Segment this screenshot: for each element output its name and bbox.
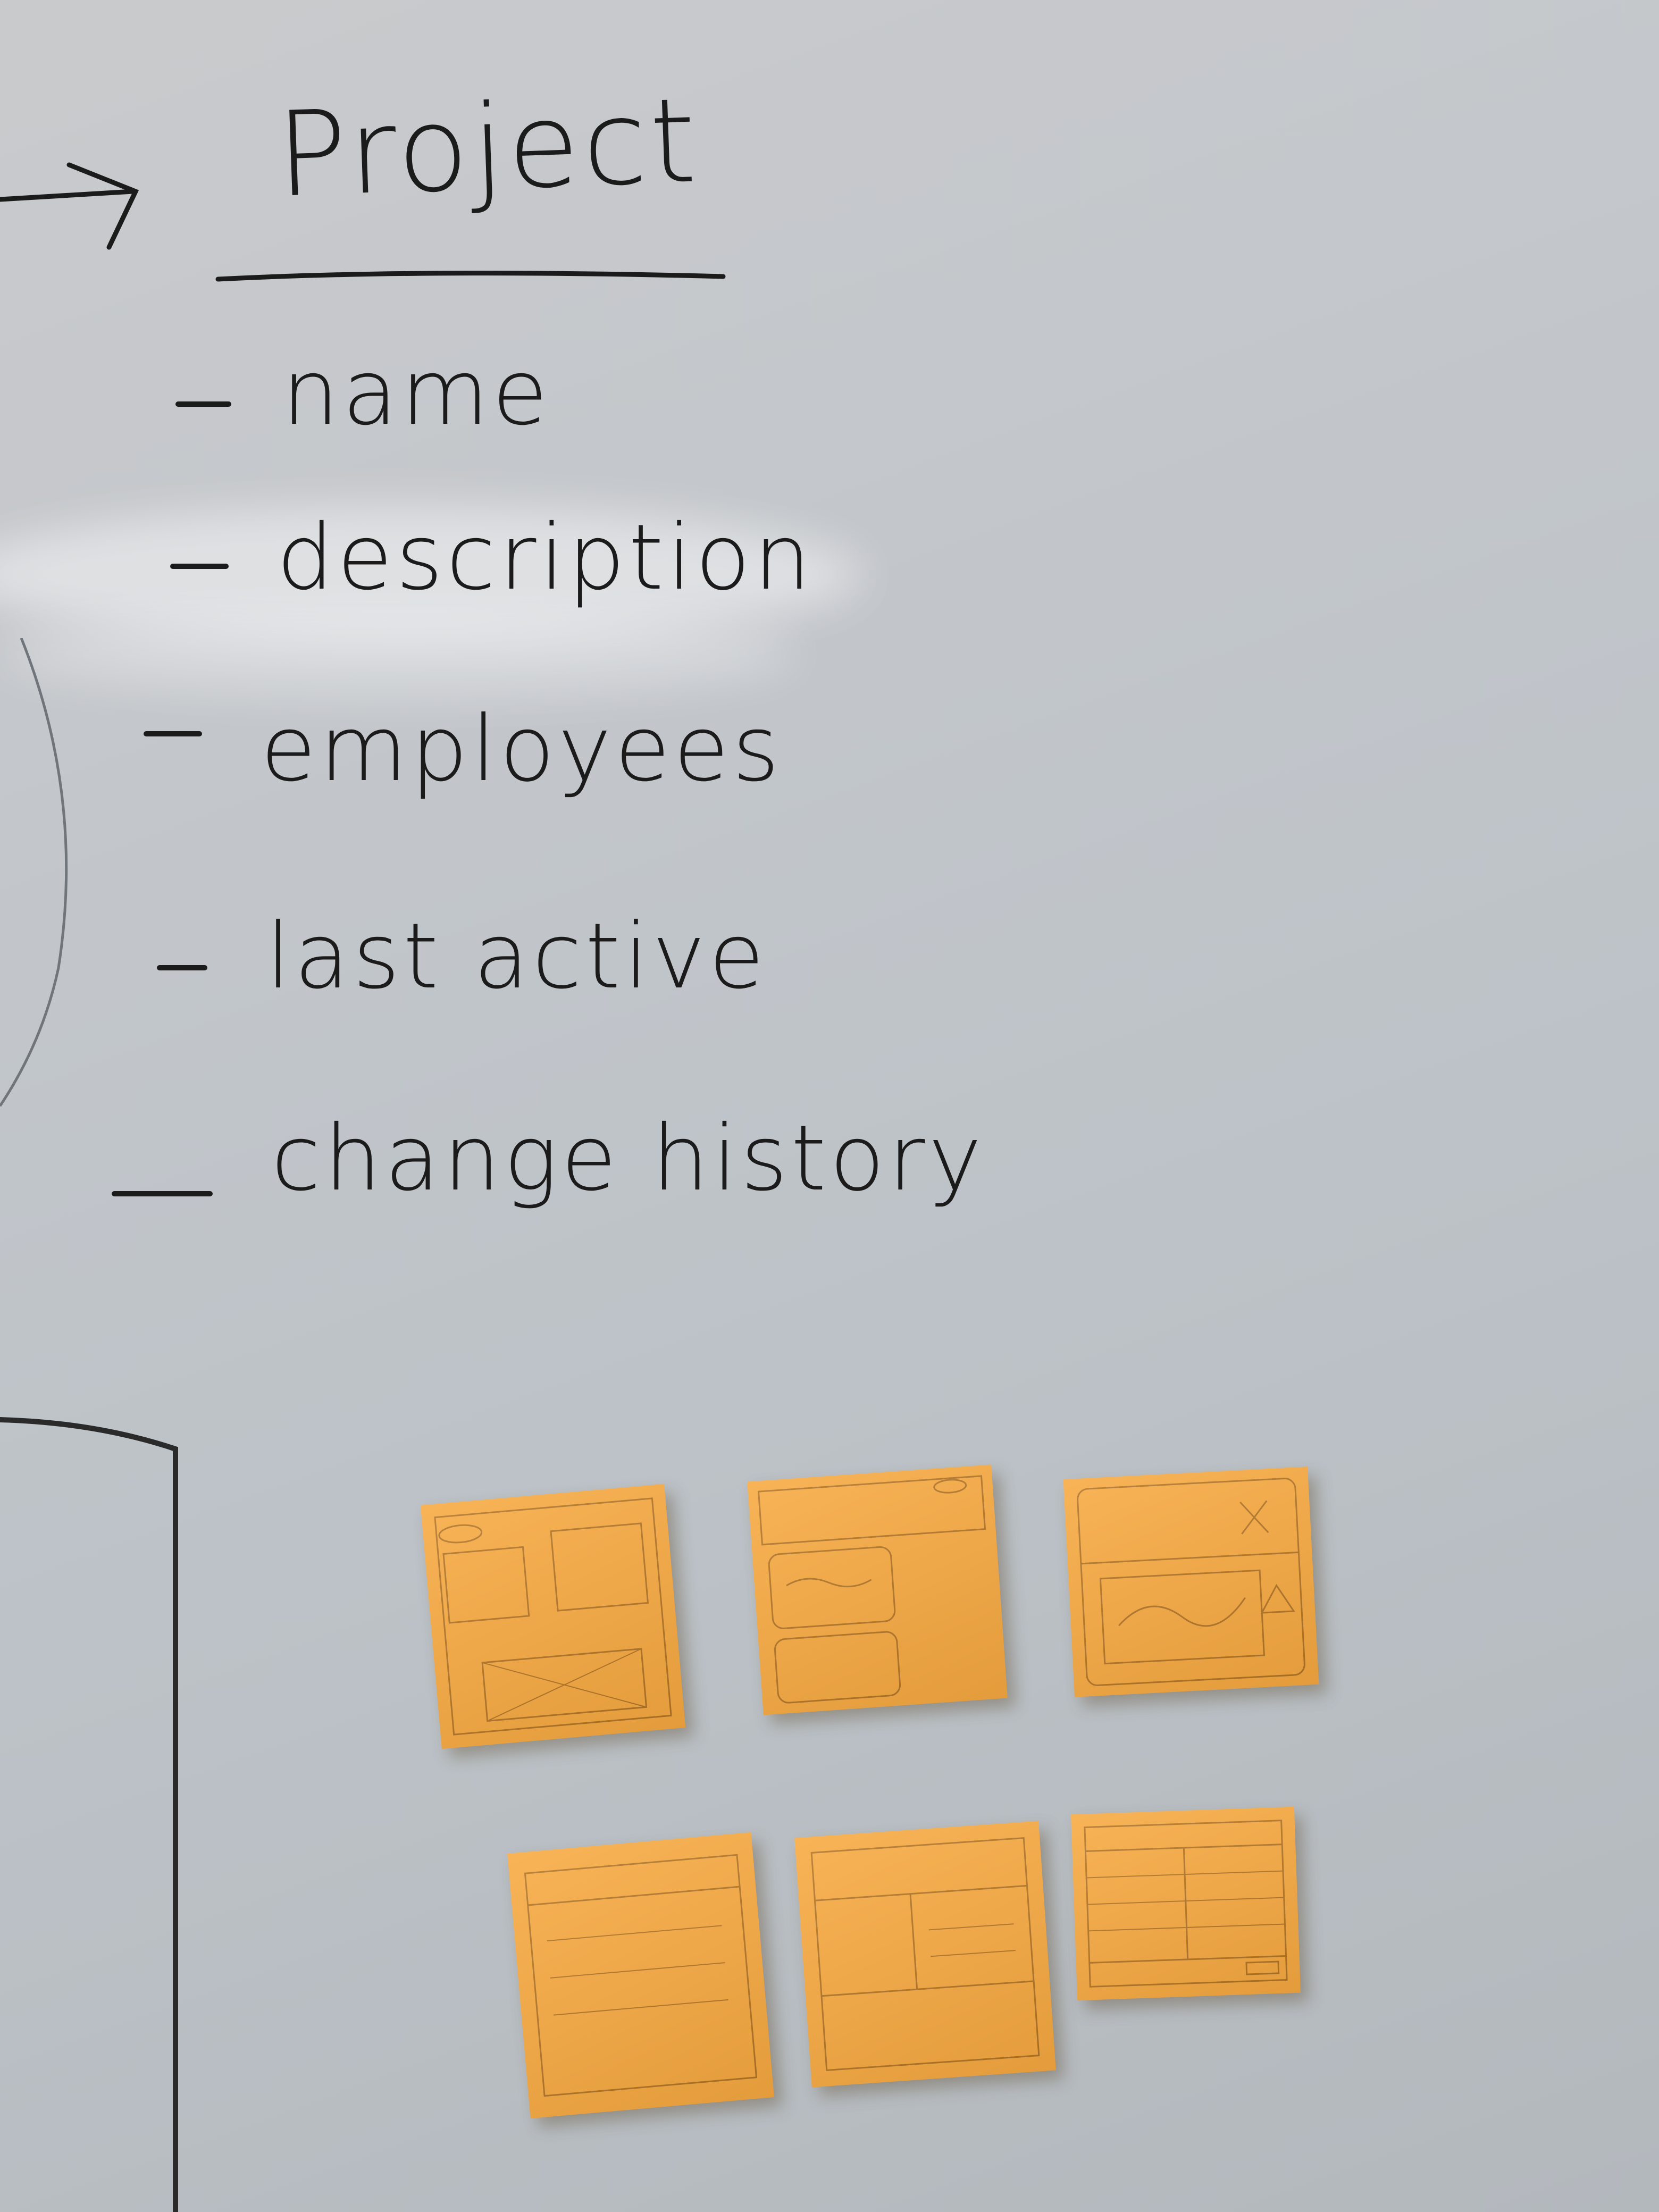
wireframe-sketch: [1084, 1820, 1288, 1988]
wireframe-sketch: [757, 1475, 986, 1704]
wireframe-sketch: [524, 1854, 758, 2097]
arrow-icon: [0, 162, 139, 250]
sticky-note-4: [507, 1832, 774, 2119]
sticky-note-6: [1071, 1806, 1301, 2001]
ceiling-light-reflection-2: [0, 611, 798, 697]
bullet-dash: [175, 401, 231, 407]
wireframe-sketch: [434, 1497, 672, 1736]
sticky-note-5: [794, 1821, 1056, 2088]
bullet-dash: [157, 965, 207, 970]
bullet-dash: [170, 564, 229, 569]
list-item-name: name: [282, 340, 551, 446]
wireframe-sketch: [810, 1837, 1040, 2072]
list-item-description: description: [276, 505, 815, 610]
list-item-last-active: last active: [266, 904, 768, 1009]
marker-curve: [0, 638, 68, 1107]
sticky-note-3: [1063, 1467, 1319, 1697]
list-item-change-history: change history: [271, 1106, 985, 1211]
title-underline: [215, 271, 726, 282]
drawn-box: [0, 1417, 178, 2212]
list-item-employees: employees: [261, 697, 783, 802]
sticky-note-1: [420, 1484, 686, 1749]
bullet-dash: [112, 1191, 213, 1196]
bullet-dash: [144, 731, 202, 736]
sticky-note-2: [747, 1464, 1008, 1715]
title-text: Project: [274, 72, 701, 223]
wireframe-sketch: [1077, 1478, 1305, 1686]
